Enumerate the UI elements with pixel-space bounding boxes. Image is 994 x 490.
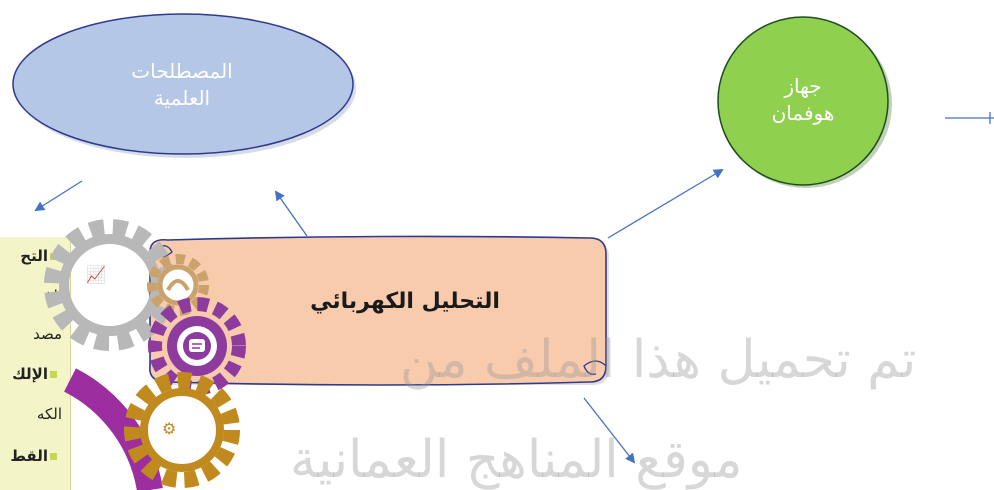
arrow-to-hoffman <box>607 168 724 239</box>
banner-curl-right <box>583 360 607 375</box>
panel-line: الكه <box>36 405 62 423</box>
panel-bullet <box>50 453 57 460</box>
watermark-line-2: موقع المناهج العمانية <box>290 430 743 490</box>
hoffman-line-2: هوفمان <box>771 101 835 125</box>
panel-bullet <box>50 371 57 378</box>
hoffman-line-1: جهاز <box>784 74 822 98</box>
electrolysis-title: التحليل الكهربائي <box>310 289 500 315</box>
hoffman-circle[interactable] <box>717 16 889 186</box>
scientific-terms-label: المصطلحات العلمية <box>112 40 252 130</box>
panel-line: القط <box>10 447 48 465</box>
arrow-to-terms <box>274 190 308 237</box>
panel-line: الإلك <box>12 365 48 383</box>
panel-line: مصد <box>33 325 62 343</box>
hoffman-device-label: جهاز هوفمان <box>738 55 868 145</box>
terms-ellipse[interactable] <box>12 13 354 155</box>
arrow-down-right <box>583 397 636 464</box>
panel-line: الذ <box>45 287 62 305</box>
watermark-line-1: تم تحميل هذا الملف من <box>400 330 917 390</box>
terms-line-2: العلمية <box>153 86 211 110</box>
side-info-panel: التح الذ مصد الإلك الكه القط <box>0 237 71 490</box>
panel-bullet <box>50 253 57 260</box>
arrow-terms-down <box>34 180 83 212</box>
terms-line-1: المصطلحات <box>131 59 233 83</box>
panel-line: التح <box>20 247 48 265</box>
